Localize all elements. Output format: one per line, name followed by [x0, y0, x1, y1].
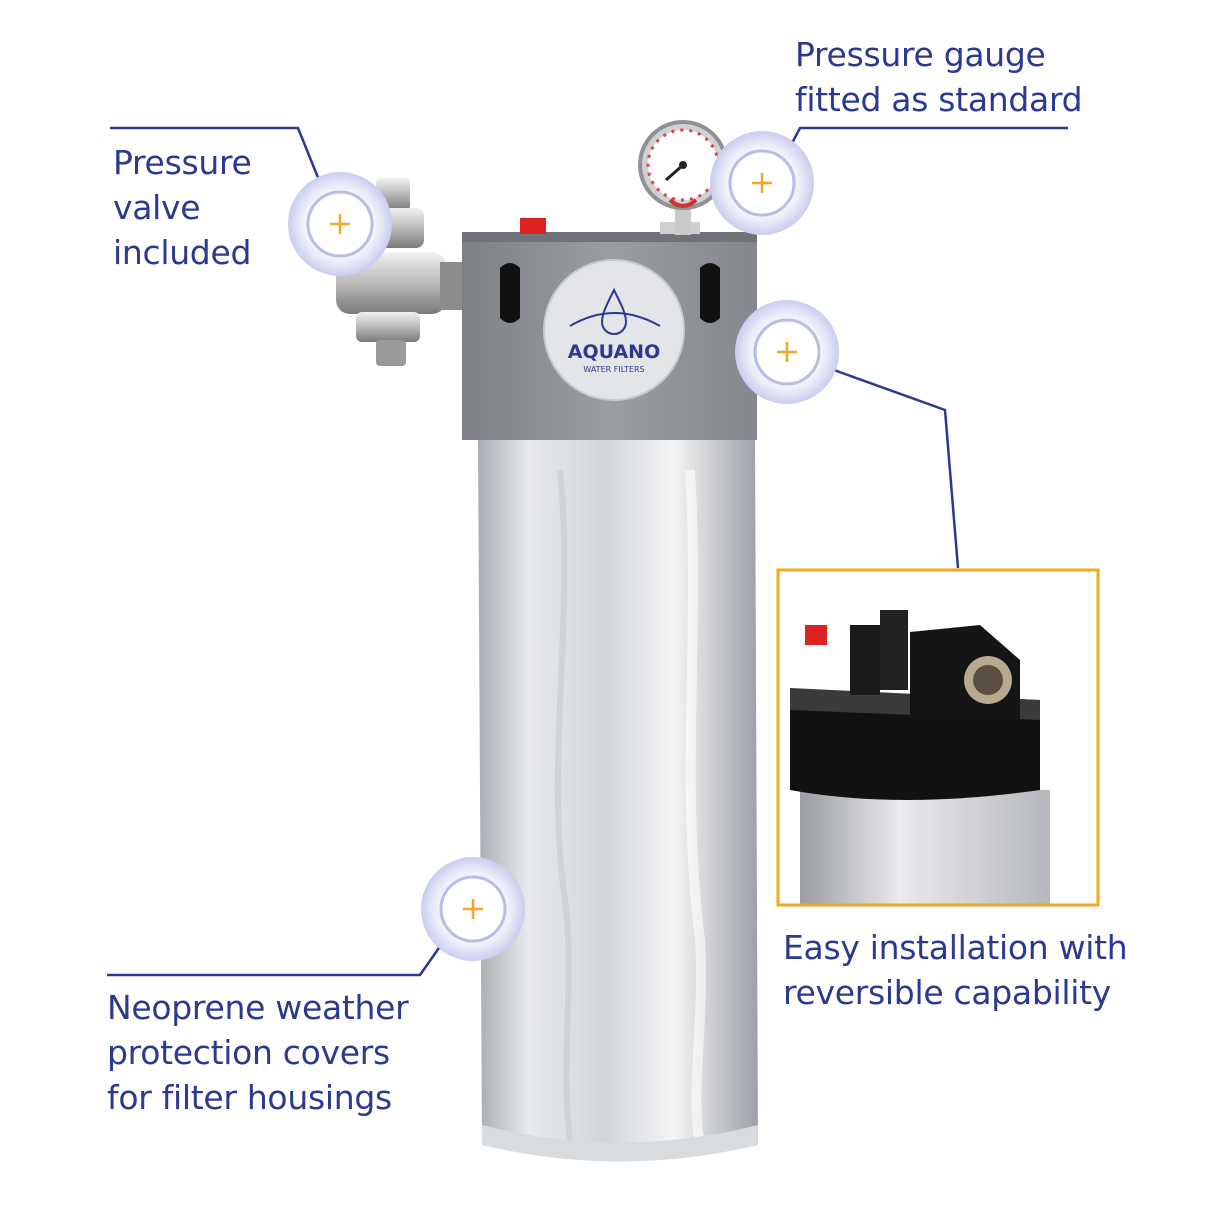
- leader-line-gauge: [780, 126, 1068, 163]
- hotspot-valve[interactable]: [288, 172, 392, 276]
- callout-easy-installation: Easy installation with reversible capabi…: [783, 928, 1128, 1012]
- callout-neoprene-cover: Neoprene weather protection covers for f…: [107, 988, 409, 1117]
- callout-pressure-gauge: Pressure gauge fitted as standard: [795, 35, 1083, 119]
- leader-line-install: [819, 363, 960, 569]
- pressure-gauge: [638, 120, 728, 235]
- logo-brand-text: AQUANO: [568, 341, 660, 363]
- logo-tagline-text: WATER FILTERS: [583, 365, 644, 374]
- inset-closeup: [776, 568, 1100, 907]
- filter-housing-cover: [478, 440, 758, 1162]
- hotspot-cover[interactable]: [421, 857, 525, 961]
- aquano-logo: AQUANO WATER FILTERS: [543, 259, 685, 401]
- callout-pressure-valve: Pressure valve included: [113, 143, 252, 272]
- hotspot-gauge[interactable]: [710, 131, 814, 235]
- leader-line-cover: [107, 924, 457, 977]
- leader-line-valve: [110, 126, 327, 196]
- hotspot-install[interactable]: [735, 300, 839, 404]
